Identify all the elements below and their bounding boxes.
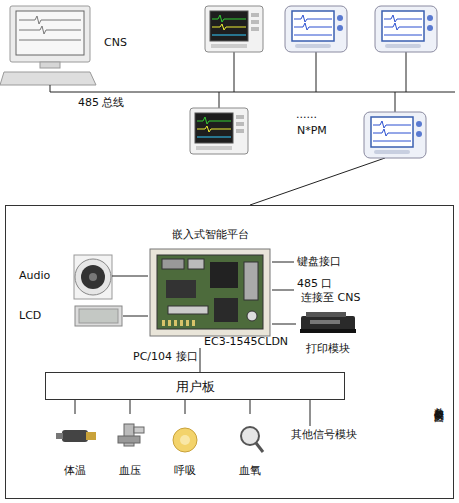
board-image <box>150 249 270 336</box>
user-board-label: 用户板 <box>46 379 344 395</box>
respiration-sensor <box>173 428 197 452</box>
patient-monitor <box>364 112 426 158</box>
interface-label: 485 口 <box>297 277 333 290</box>
sensor-block: 血压 <box>105 414 155 480</box>
board-model: EC3-1545CLDN <box>204 335 288 348</box>
temperature-sensor <box>56 430 96 442</box>
sensor-label: 血压 <box>105 464 155 477</box>
printer-image <box>300 312 356 333</box>
sensor-block: 体温 <box>50 414 100 480</box>
other-module-block: 其他信号模块 <box>282 426 366 444</box>
connector-line <box>272 324 296 325</box>
lcd-image <box>75 306 122 326</box>
printer-block: 打印模块 <box>296 312 360 358</box>
patient-monitor <box>190 108 248 154</box>
sensor-label: 血氧 <box>225 464 275 477</box>
cns-computer <box>0 6 96 85</box>
connector-line <box>123 316 148 317</box>
frame-box: 单参数仪分解图嵌入式智能平台EC3-1545CLDNAudioLCD打印模块用户… <box>5 205 454 499</box>
audio-label: Audio <box>19 269 50 282</box>
count-label: N*PM <box>297 124 327 137</box>
lcd-block: LCD <box>15 304 123 328</box>
interface-wire <box>272 262 294 290</box>
patient-monitor <box>285 6 347 52</box>
printer-label: 打印模块 <box>296 342 360 355</box>
pressure-sensor <box>118 424 144 446</box>
system-label: CNS <box>104 36 127 49</box>
module-label: 其他信号模块 <box>282 428 366 441</box>
interface-note: 连接至 CNS <box>301 291 360 304</box>
sensor-block: 呼吸 <box>160 414 210 480</box>
connector-line <box>130 400 131 414</box>
edge-label: PC/104 接口 <box>133 350 198 363</box>
connector-line <box>200 348 201 372</box>
bus-label: 485 总线 <box>78 96 125 109</box>
speaker-image <box>74 255 112 299</box>
connector-line <box>185 400 186 414</box>
ellipsis-mark: ...... <box>296 108 317 121</box>
sensor-label: 呼吸 <box>160 464 210 477</box>
connector-line <box>310 400 311 426</box>
patient-monitor <box>205 6 263 52</box>
bus-wiring <box>50 52 455 205</box>
sensor-label: 体温 <box>50 464 100 477</box>
platform-block: 嵌入式智能平台EC3-1545CLDN <box>148 226 272 348</box>
interface-label: 键盘接口 <box>297 255 341 268</box>
platform-heading: 嵌入式智能平台 <box>148 228 272 241</box>
connector-line <box>75 400 76 414</box>
patient-monitor <box>375 6 437 52</box>
sensor-block: 血氧 <box>225 414 275 480</box>
vertical-heading: 单参数仪分解图 <box>432 399 444 406</box>
audio-block: Audio <box>15 252 112 300</box>
connector-line <box>112 276 148 277</box>
user-board-box: 用户板 <box>45 372 345 400</box>
connector-line <box>250 400 251 414</box>
spo2-sensor <box>241 427 263 452</box>
lcd-label: LCD <box>19 309 41 322</box>
